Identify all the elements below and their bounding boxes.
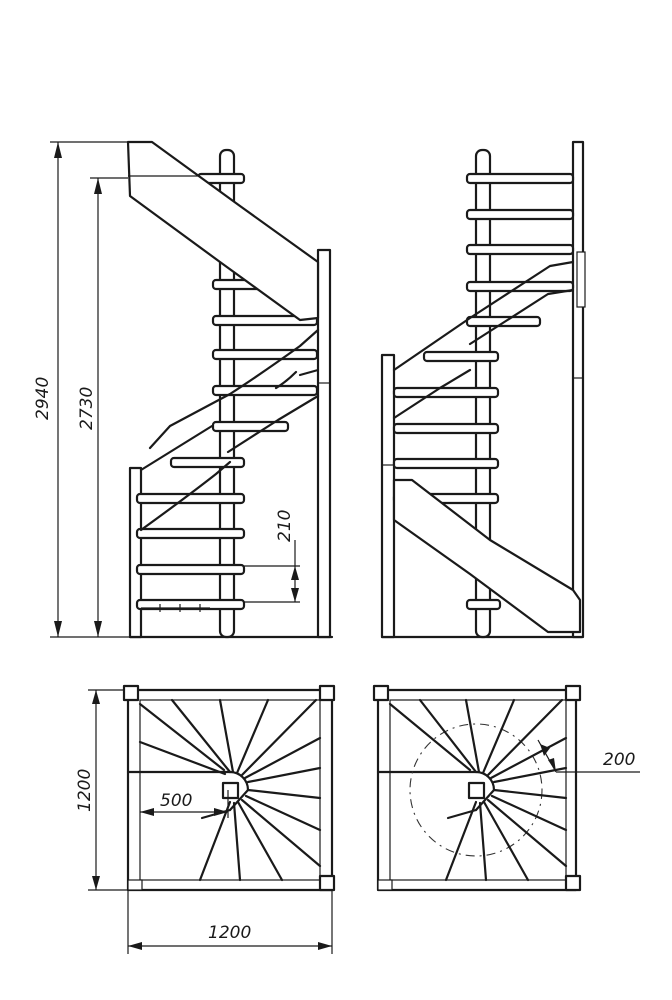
dim-depth: 1200: [75, 769, 95, 812]
left-elevation-view: [126, 140, 334, 639]
dim-width: 1200: [208, 923, 251, 943]
left-plan-view: 500: [122, 684, 336, 892]
right-plan-steps: [388, 698, 568, 882]
dim-riser-height: 210: [275, 510, 295, 542]
dim-top-step-height: 2730: [77, 387, 97, 430]
height-dimensions: 2940 2730 210: [33, 141, 300, 638]
dim-step-width: 200: [603, 750, 635, 770]
right-elevation-view: [380, 140, 586, 639]
dim-inner-offset: 500: [160, 791, 192, 811]
plan-dimensions: 1200 1200: [75, 689, 333, 954]
dim-total-height: 2940: [33, 377, 53, 420]
right-plan-view: 200: [372, 684, 640, 892]
